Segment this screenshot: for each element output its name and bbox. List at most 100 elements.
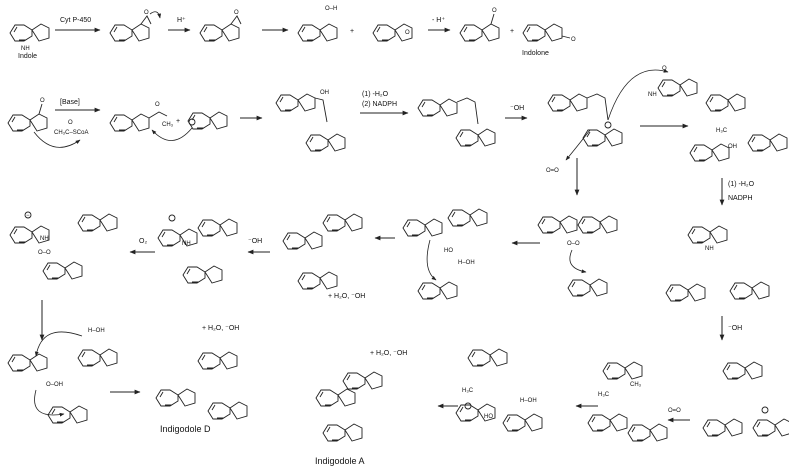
- acetyl-indolone: [109, 113, 150, 132]
- row2-cond1: (1) -H₂O: [362, 91, 389, 98]
- oxindole-o: O: [571, 37, 576, 43]
- indole-nh: NH: [21, 46, 30, 52]
- oh-minus-row3b: ⁻OH: [728, 325, 742, 332]
- enolate-b-c: [182, 265, 223, 284]
- trimer-h3c: H₃C: [716, 128, 728, 134]
- perox-c: [567, 278, 608, 297]
- indoxyl-o: O: [492, 8, 497, 14]
- nh-a: NH: [40, 236, 49, 242]
- o2-row2: O=O: [546, 168, 559, 174]
- dimer-upper: [275, 93, 316, 112]
- epoxide-ring-2: [230, 15, 242, 25]
- trimer-upper: [705, 93, 746, 112]
- indole-structure: [9, 23, 50, 42]
- minus-sign: −: [26, 213, 30, 219]
- epoxide-o: O: [144, 10, 149, 16]
- hp-b: [447, 208, 488, 227]
- perox-oo: O–O: [567, 241, 580, 247]
- indigodole-a-label: Indigodole A: [315, 456, 365, 466]
- peroxide-left-c: [42, 261, 83, 280]
- oxindole-anion: [187, 111, 228, 130]
- byproducts-row3: + H₂O, ⁻OH: [328, 293, 365, 300]
- spiro-upper: [687, 225, 728, 244]
- co-bond: [38, 103, 43, 115]
- epoxide-ring: [140, 15, 152, 25]
- o2-row4: O=O: [668, 408, 681, 414]
- lactam-hoh: H–OH: [520, 398, 537, 404]
- row3-oo: O–O: [38, 250, 51, 256]
- hp-ho: HO: [444, 248, 453, 254]
- trimer2-charge: [761, 406, 769, 414]
- perox2-h3c: H₃C: [598, 392, 610, 398]
- incoming-indolone: [657, 78, 698, 97]
- curved-arrow-base: [33, 131, 81, 148]
- oh-minus-row3: ⁻OH: [248, 238, 262, 245]
- reduced-upper: [417, 98, 458, 117]
- nh-spiro: NH: [705, 246, 714, 252]
- lactam-a: [467, 348, 508, 367]
- ooh-a: [7, 353, 48, 372]
- row4-hoh: H–OH: [88, 328, 105, 334]
- enolate-linker: [586, 93, 609, 121]
- trimer-oh: OH: [728, 144, 737, 150]
- reduced-linker: [456, 97, 479, 125]
- enolate-charge: [604, 121, 612, 129]
- indigodole-d-c: [207, 401, 248, 420]
- curved-arrow-perox: [569, 249, 587, 274]
- lactam-charge: [464, 402, 472, 410]
- start-o: O: [40, 98, 45, 104]
- trimer2-upper: [722, 361, 763, 380]
- hp-a: [402, 218, 443, 237]
- acetyl-o: O: [155, 102, 160, 108]
- row-1-oxidation: NH Indole Cyt P-450 O H⁺ O O–H + O - H⁺ …: [9, 6, 576, 60]
- linker: [314, 97, 328, 123]
- trimer2-left: [702, 418, 743, 437]
- indolone-start: [7, 113, 48, 132]
- ooh-b: [77, 348, 118, 367]
- row-4-products: O–OH H–OH + H₂O, ⁻OH Indigodole D + H₂O,…: [7, 325, 789, 466]
- oxindole-structure: [522, 23, 563, 42]
- h-plus-label: H⁺: [177, 17, 186, 24]
- charge-a: [24, 211, 32, 219]
- row4-ooh: O–OH: [46, 382, 63, 388]
- lactam-h3c: H₃C: [462, 388, 474, 394]
- carbocation-structure: [297, 23, 338, 42]
- row-2-acylation: O [Base] O CH₃C–SCoA O CH₃ + OH (1) -H₂O…: [7, 66, 788, 206]
- indoxyl-co: [490, 13, 495, 25]
- hp-hoh: H–OH: [458, 260, 475, 266]
- enolate-upper: [547, 93, 588, 112]
- enzyme-label: Cyt P-450: [60, 17, 91, 24]
- ooh-c: [47, 405, 88, 424]
- acoa-o: O: [68, 120, 73, 126]
- base-label: [Base]: [60, 99, 80, 106]
- o2-label: O₂: [139, 238, 147, 245]
- indigodole-d-b: [197, 351, 238, 370]
- trimer-left: [689, 143, 730, 162]
- curved-arrow-ring: [34, 389, 65, 417]
- oxindole-co: [561, 35, 571, 39]
- spiro-right: [729, 281, 770, 300]
- oh-label: O–H: [325, 6, 337, 12]
- perox2-a: [602, 361, 643, 380]
- enolate-b-b: [197, 218, 238, 237]
- indoxyl-structure: [459, 23, 500, 42]
- lactam-ho: HO: [484, 414, 493, 420]
- charge-b: [168, 214, 176, 222]
- plus-1: +: [350, 28, 354, 35]
- indigodole-a-a: [315, 388, 356, 407]
- row3-cond1: (1) -H₂O: [728, 181, 755, 188]
- incoming-nh: NH: [648, 92, 657, 98]
- perox2-b: [587, 413, 628, 432]
- row-3-peroxide: O–O NH O₂ NH ⁻OH + H₂O, ⁻OH HO H–OH O–O: [9, 208, 770, 341]
- perox2-ch3: CH₃: [630, 382, 642, 388]
- dimer-lower: [305, 133, 346, 152]
- peroxide-left-b: [77, 213, 118, 232]
- oh-minus-row2: ⁻OH: [510, 105, 524, 112]
- carbanion-charge: [188, 118, 196, 126]
- perox-b: [577, 215, 618, 234]
- curved-arrow-1: [149, 11, 162, 19]
- indolone-label: Indolone: [522, 50, 549, 57]
- byproducts-a: + H₂O, ⁻OH: [370, 350, 407, 357]
- trimer-right: [747, 133, 788, 152]
